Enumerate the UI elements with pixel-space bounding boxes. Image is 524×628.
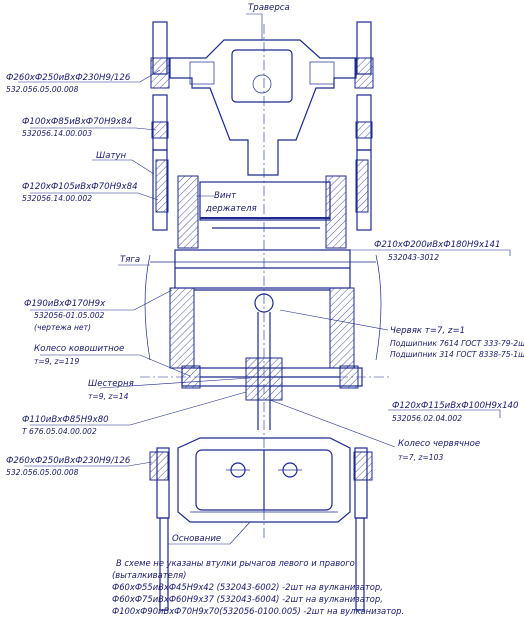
bush-top-code: 532.056.05.00.008: [6, 85, 79, 94]
bush-right-low-code: 532056.02.04.002: [392, 414, 462, 423]
bush-2-code: 532056.14.00.003: [22, 129, 92, 138]
chervyak-label: Червяк т=7, z=1: [390, 326, 465, 336]
right-column: [353, 21, 374, 611]
screw-holder: [177, 175, 347, 249]
bush-bottom-label: Ф260хФ250иВхФ230Н9/126: [6, 456, 131, 466]
osnovanie-label: Основание: [172, 534, 221, 544]
koleso-kovosh-params: т=9, z=119: [34, 357, 79, 366]
note-line-3: Ф60хФ55иВхФ45Н9х42 (532043-6002) -2шт на…: [112, 582, 383, 592]
note-line-2: (выталкивателя): [112, 570, 186, 580]
bush-top-label: Ф260хФ250иВхФ230Н9/126: [6, 73, 131, 83]
traverse-label: Траверса: [248, 3, 290, 13]
koleso-cherv-label: Колесо червячное: [398, 439, 480, 449]
tyaga-label: Тяга: [120, 255, 140, 265]
bush-left-low-label: Ф110иВхФ85Н9х80: [22, 415, 109, 425]
derzhatelya-label: держателя: [205, 204, 257, 214]
podshipnik-1: Подшипник 7614 ГОСТ 333-79-2шт: [390, 339, 524, 348]
bush-3-label: Ф120хФ105иВхФ70Н9х84: [22, 182, 138, 192]
drawing-note: В схеме не указаны втулки рычагов левого…: [112, 558, 404, 616]
koleso-kovosh-label: Колесо ковошитное: [34, 344, 124, 354]
bush-left-mid-label: Ф190иВхФ170Н9х: [24, 299, 106, 309]
leader-lines: [18, 13, 511, 545]
shtup-label: Шатун: [96, 151, 127, 161]
shesternya-label: Шестерня: [88, 379, 134, 389]
bush-left-low-code: Т 676.05.04.00.002: [22, 427, 97, 436]
shesternya-params: т=9, z=14: [88, 392, 129, 401]
left-column: [149, 21, 170, 611]
note-line-4: Ф60хФ75иВхФ60Н9х37 (532043-6004) -2шт на…: [112, 594, 383, 604]
bush-3-code: 532056.14.00.002: [22, 194, 92, 203]
middle-frame: [144, 249, 382, 369]
bush-right-low-label: Ф120хФ115иВхФ100Н9х140: [392, 401, 519, 411]
bush-left-mid-note: (чертежа нет): [34, 323, 91, 332]
traverse: [169, 39, 357, 176]
bush-left-mid-code: 532056-01.05.002: [34, 311, 105, 320]
vint-label: Винт: [214, 191, 237, 201]
bush-2-label: Ф100хФ85иВхФ70Н9х84: [22, 117, 132, 127]
koleso-cherv-params: т=7, z=103: [398, 453, 443, 462]
note-line-5: Ф100хФ90иВхФ70Н9х70(532056-0100.005) -2ш…: [112, 606, 404, 616]
bush-right-label: Ф210хФ200иВхФ180Н9х141: [374, 240, 500, 250]
podshipnik-2: Подшипник 314 ГОСТ 8338-75-1шт: [390, 350, 524, 359]
note-line-1: В схеме не указаны втулки рычагов левого…: [116, 558, 355, 568]
bush-bottom-code: 532.056.05.00.008: [6, 468, 79, 477]
bush-right-code: 532043-3012: [388, 253, 439, 262]
